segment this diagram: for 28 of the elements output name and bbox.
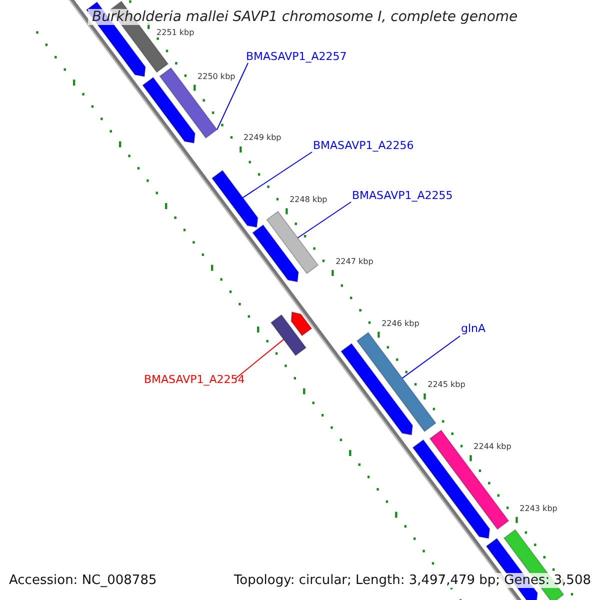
tick-label: 2250 kbp — [198, 72, 236, 81]
gene-feature — [142, 76, 196, 144]
gene-feature — [266, 210, 319, 274]
gene-feature — [211, 170, 258, 228]
leader-line — [402, 336, 460, 379]
gene-feature — [429, 430, 510, 530]
leader-line — [216, 62, 248, 130]
tick-label: 2251 kbp — [156, 28, 194, 38]
footer-text: Accession: NC_008785 — [9, 573, 157, 588]
tick-label: 2248 kbp — [290, 195, 328, 204]
tick-label: 2247 kbp — [336, 256, 374, 266]
tick-label: 2249 kbp — [244, 133, 282, 142]
gene-label: BMASAVP1_A2254 — [144, 373, 245, 386]
gene-feature — [159, 67, 218, 139]
tick-label: 2246 kbp — [382, 318, 420, 328]
gene-label: BMASAVP1_A2255 — [352, 189, 453, 202]
leader-line — [242, 152, 312, 198]
tick-label: 2244 kbp — [474, 442, 512, 452]
gene-label: BMASAVP1_A2256 — [313, 139, 414, 152]
tick-label: 2245 kbp — [428, 380, 466, 390]
gene-feature — [270, 314, 307, 356]
gene-feature — [290, 311, 312, 336]
gene-feature — [340, 342, 414, 436]
gene-feature — [252, 224, 299, 282]
footer-text: Topology: circular; Length: 3,497,479 bp; Genes: 3,508 — [234, 573, 591, 588]
gene-label: BMASAVP1_A2257 — [246, 50, 347, 63]
tick-label: 2243 kbp — [520, 504, 558, 513]
gene-label: glnA — [461, 322, 486, 335]
